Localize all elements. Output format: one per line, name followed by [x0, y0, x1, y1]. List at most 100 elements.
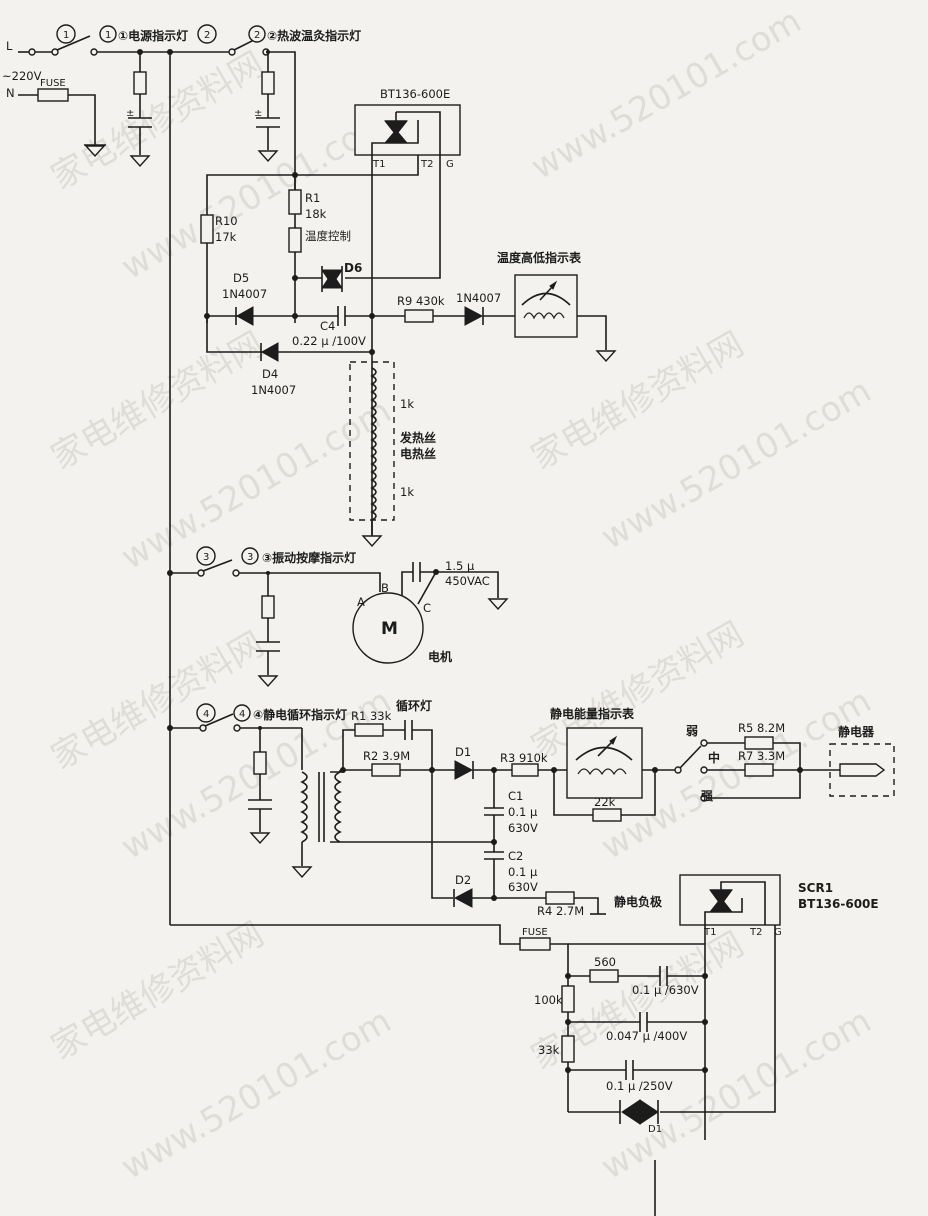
ground-symbol — [84, 145, 106, 158]
coil-value-2: 1k — [400, 485, 414, 499]
vibration-indicator-branch — [256, 573, 280, 688]
temp-control-label: 温度控制 — [305, 229, 351, 243]
triac-label: BT136-600E — [380, 87, 450, 101]
scr-g: G — [774, 927, 782, 938]
c4-name: C4 — [320, 319, 335, 333]
vibration-indicator-mark: 3 — [247, 552, 253, 563]
r22k-label: 22k — [594, 795, 616, 809]
scr-fuse: FUSE — [519, 927, 551, 951]
svg-text:±: ± — [126, 108, 134, 119]
vibration-indicator-label: ③振动按摩指示灯 — [262, 550, 356, 565]
static-device-label: 静电器 — [838, 724, 875, 739]
heat-indicator-branch: ± — [254, 52, 280, 163]
vibration-switch[interactable]: 3 — [196, 546, 240, 577]
static-device: 静电器 — [829, 724, 895, 797]
meter-diode-type: 1N4007 — [456, 291, 501, 305]
static-indicator-label: ④静电循环指示灯 — [253, 707, 347, 722]
c1-voltage: 630V — [508, 821, 538, 835]
main-fuse — [37, 88, 69, 102]
r10-resistor: R10 17k — [200, 214, 238, 244]
scr-d1-label: D1 — [648, 1124, 662, 1135]
heating-element: 1k 发热丝 电热丝 1k — [349, 361, 436, 548]
power-indicator-mark: 1 — [105, 30, 111, 41]
static-r1: R1 33k 循环灯 — [351, 698, 433, 770]
watermark-url: www.520101.com — [525, 1, 809, 188]
c2-name: C2 — [508, 849, 523, 863]
triac-t1: T1 — [372, 159, 385, 170]
coil-label-2: 电热丝 — [400, 446, 436, 461]
r10-name: R10 — [215, 214, 238, 228]
static-r3-label: R3 910k — [500, 751, 548, 765]
switch-4-mark: 4 — [203, 709, 209, 720]
r1-resistor: R1 18k — [288, 175, 327, 228]
temperature-meter-branch: R9 430k 1N4007 温度高低指示表 — [372, 250, 617, 363]
power-switch[interactable]: 1 — [35, 24, 98, 56]
switch-2-mark: 2 — [204, 30, 210, 41]
static-r2-label: R2 3.9M — [363, 749, 410, 763]
d4-name: D4 — [262, 367, 278, 381]
switch-3-mark: 3 — [203, 552, 209, 563]
r560-label: 560 — [594, 955, 616, 969]
motor-symbol: M — [381, 619, 398, 639]
motor-pin-a: A — [357, 595, 365, 609]
motor-cap-value: 1.5 μ — [445, 559, 475, 573]
r9-label: R9 430k — [397, 294, 445, 308]
watermark-cn: 家电维修资料网 — [45, 624, 271, 778]
snubber-c3-label: 0.1 μ /250V — [606, 1079, 673, 1093]
r5-label: R5 8.2M — [738, 721, 785, 735]
c1-value: 0.1 μ — [508, 805, 538, 819]
temperature-meter — [514, 274, 578, 338]
c2-voltage: 630V — [508, 880, 538, 894]
snubber-c1-label: 0.1 μ /630V — [632, 983, 699, 997]
d4-type: 1N4007 — [251, 383, 296, 397]
r10-value: 17k — [215, 230, 237, 244]
triac-g: G — [446, 159, 454, 170]
power-indicator-label: ①电源指示灯 — [118, 28, 188, 43]
switch-1-mark: 1 — [63, 30, 69, 41]
motor-pin-b: B — [381, 581, 389, 595]
heat-indicator-label: ②热波温灸指示灯 — [267, 28, 361, 43]
c1-name: C1 — [508, 789, 523, 803]
voltage-label: ~220V — [2, 69, 42, 83]
r1-name: R1 — [305, 191, 320, 205]
static-switch[interactable]: 4 — [196, 703, 241, 732]
scr-fuse-label: FUSE — [522, 927, 548, 938]
line-label: L — [6, 39, 13, 53]
static-r1-label: R1 33k — [351, 709, 392, 723]
static-r4: R4 2.7M 静电负极 — [537, 891, 663, 918]
watermark-cn: 家电维修资料网 — [45, 324, 271, 478]
static-r22k: 22k — [553, 770, 656, 822]
neutral-label: N — [6, 86, 15, 100]
d5-type: 1N4007 — [222, 287, 267, 301]
power-indicator-branch: ± — [126, 52, 152, 168]
heat-indicator-mark: 2 — [254, 30, 260, 41]
static-r2: R2 3.9M — [343, 749, 455, 777]
coil-label-1: 发热丝 — [399, 430, 436, 445]
level-strong: 强 — [701, 789, 713, 803]
r1-value: 18k — [305, 207, 327, 221]
snubber-c2-label: 0.047 μ /400V — [606, 1029, 687, 1043]
motor-cap-voltage: 450VAC — [445, 574, 490, 588]
static-negative-label: 静电负极 — [614, 894, 663, 909]
coil-value-1: 1k — [400, 397, 414, 411]
temperature-control-pot[interactable]: 温度控制 — [288, 227, 351, 253]
level-medium: 中 — [708, 750, 720, 765]
scr1: SCR1 BT136-600E T1 T2 G — [679, 874, 879, 938]
r33k-label: 33k — [538, 1043, 560, 1057]
static-c2: C2 0.1 μ 630V — [484, 849, 538, 901]
motor-label: 电机 — [428, 649, 452, 664]
r7-label: R7 3.3M — [738, 749, 785, 763]
terminal-l — [28, 48, 36, 56]
watermark-url: www.520101.com — [115, 1001, 399, 1188]
static-indicator-branch — [248, 728, 272, 845]
static-d1: D1 — [454, 745, 474, 780]
static-strength-selector[interactable]: 弱 中 强 — [674, 723, 720, 803]
d6-name: D6 — [344, 261, 362, 275]
motor: M A B C 电机 1.5 μ 450VAC — [352, 559, 509, 664]
static-c1: C1 0.1 μ 630V — [484, 770, 538, 852]
scr-name: SCR1 — [798, 881, 833, 895]
cycle-lamp-label: 循环灯 — [396, 698, 432, 713]
static-d2: D2 — [431, 770, 546, 908]
